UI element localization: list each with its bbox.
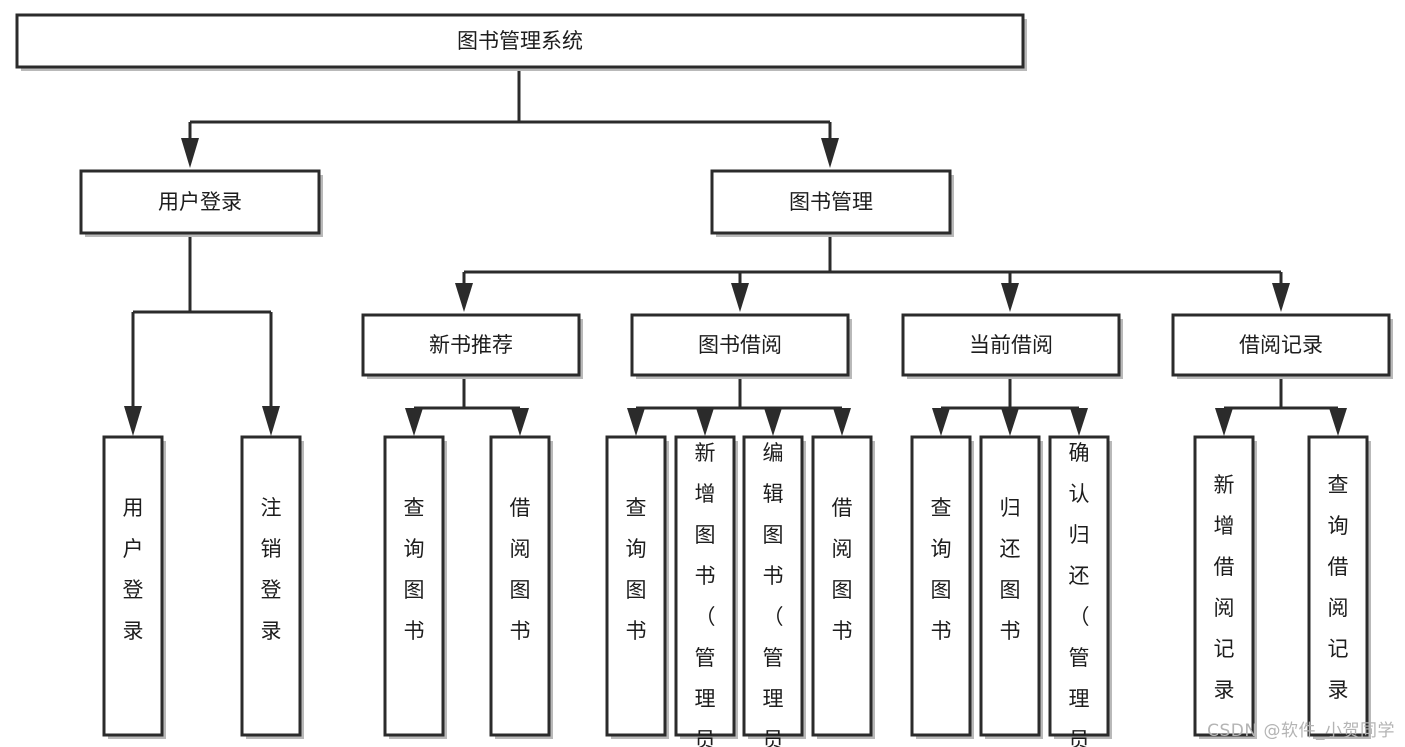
node-root[interactable]: 图书管理系统 [15, 13, 1027, 71]
arrow-head-leaf-edit-book [764, 408, 782, 436]
node-leaf-borrow-book-2[interactable]: 借阅图书 [811, 435, 875, 739]
node-book-management[interactable]: 图书管理 [710, 169, 954, 237]
node-user-login[interactable]: 用户登录 [79, 169, 323, 237]
arrow-head-leaf-logout-login [262, 406, 280, 436]
node-current-borrow[interactable]: 当前借阅 [901, 313, 1123, 379]
arrow-head-borrow-record [1272, 283, 1290, 312]
arrow-head-new-book-recommend [455, 283, 473, 312]
node-borrow-record-label: 借阅记录 [1239, 333, 1323, 357]
node-book-management-label: 图书管理 [789, 190, 873, 214]
arrow-head-current-borrow [1001, 283, 1019, 312]
arrow-head-leaf-add-record [1215, 408, 1233, 436]
node-leaf-borrow-book-1-label: 借阅图书 [510, 496, 531, 643]
node-leaf-edit-book-box[interactable] [742, 435, 804, 737]
arrow-head-book-management [821, 138, 839, 168]
node-book-borrow-box[interactable] [630, 313, 850, 377]
connector-group-new-book-recommend [405, 375, 529, 436]
node-leaf-return-book[interactable]: 归还图书 [979, 435, 1043, 739]
node-leaf-logout-login[interactable]: 注销登录 [240, 435, 304, 739]
node-leaf-add-record[interactable]: 新增借阅记录 [1193, 435, 1257, 739]
node-root-box[interactable] [15, 13, 1025, 69]
node-current-borrow-box[interactable] [901, 313, 1121, 377]
node-leaf-return-book-label: 归还图书 [1000, 496, 1021, 643]
node-leaf-confirm-return-label: 确认归还（管理员） [1069, 441, 1090, 747]
node-leaf-add-book-box[interactable] [674, 435, 736, 737]
node-leaf-query-book-2[interactable]: 查询图书 [605, 435, 669, 739]
arrow-head-leaf-query-book-1 [405, 408, 423, 436]
node-leaf-logout-login-box[interactable] [240, 435, 302, 737]
node-leaf-query-record[interactable]: 查询借阅记录 [1307, 435, 1371, 739]
arrow-head-leaf-confirm-return [1070, 408, 1088, 436]
arrow-head-leaf-query-book-2 [627, 408, 645, 436]
node-leaf-edit-book-label: 编辑图书（管理员） [763, 441, 784, 747]
node-leaf-user-login-label: 用户登录 [123, 496, 144, 643]
node-leaf-query-book-3-box[interactable] [910, 435, 972, 737]
connector-group-current-borrow [932, 375, 1088, 436]
node-leaf-borrow-book-2-label: 借阅图书 [832, 496, 853, 643]
connector-group-root [181, 66, 839, 168]
node-book-borrow[interactable]: 图书借阅 [630, 313, 852, 379]
node-leaf-borrow-book-2-box[interactable] [811, 435, 873, 737]
node-leaf-query-record-label: 查询借阅记录 [1328, 473, 1349, 702]
arrow-head-leaf-borrow-book-1 [511, 408, 529, 436]
node-borrow-record[interactable]: 借阅记录 [1171, 313, 1393, 379]
node-leaf-add-record-label: 新增借阅记录 [1214, 473, 1235, 702]
node-leaf-borrow-book-1[interactable]: 借阅图书 [489, 435, 553, 739]
node-leaf-query-book-3[interactable]: 查询图书 [910, 435, 974, 739]
node-leaf-logout-login-label: 注销登录 [261, 496, 282, 643]
node-current-borrow-label: 当前借阅 [969, 333, 1053, 357]
node-leaf-add-book[interactable]: 新增图书（管理员） [674, 435, 738, 747]
node-new-book-recommend[interactable]: 新书推荐 [361, 313, 583, 379]
node-leaf-confirm-return[interactable]: 确认归还（管理员） [1048, 435, 1112, 747]
node-leaf-query-record-box[interactable] [1307, 435, 1369, 737]
node-leaf-query-book-1[interactable]: 查询图书 [383, 435, 447, 739]
node-leaf-query-book-2-label: 查询图书 [626, 496, 647, 643]
node-borrow-record-box[interactable] [1171, 313, 1391, 377]
node-leaf-user-login[interactable]: 用户登录 [102, 435, 166, 739]
node-leaf-user-login-box[interactable] [102, 435, 164, 737]
node-user-login-label: 用户登录 [158, 190, 242, 214]
arrow-head-leaf-return-book [1001, 408, 1019, 436]
node-new-book-recommend-label: 新书推荐 [429, 333, 513, 357]
node-leaf-edit-book[interactable]: 编辑图书（管理员） [742, 435, 806, 747]
node-book-borrow-label: 图书借阅 [698, 333, 782, 357]
node-root-label: 图书管理系统 [457, 29, 583, 53]
connector-group-user-login [124, 232, 280, 436]
node-leaf-query-book-2-box[interactable] [605, 435, 667, 737]
node-leaf-confirm-return-box[interactable] [1048, 435, 1110, 737]
node-user-login-box[interactable] [79, 169, 321, 235]
node-leaf-query-book-3-label: 查询图书 [931, 496, 952, 643]
arrow-head-leaf-add-book [696, 408, 714, 436]
node-leaf-add-record-box[interactable] [1193, 435, 1255, 737]
arrow-head-user-login [181, 138, 199, 168]
connector-group-borrow-record [1215, 375, 1347, 436]
node-leaf-return-book-box[interactable] [979, 435, 1041, 737]
arrow-head-leaf-query-record [1329, 408, 1347, 436]
node-leaf-query-book-1-box[interactable] [383, 435, 445, 737]
arrow-head-book-borrow [731, 283, 749, 312]
node-new-book-recommend-box[interactable] [361, 313, 581, 377]
arrow-head-leaf-borrow-book-2 [833, 408, 851, 436]
node-leaf-add-book-label: 新增图书（管理员） [695, 441, 716, 747]
node-leaf-borrow-book-1-box[interactable] [489, 435, 551, 737]
connector-group-book-borrow [627, 375, 851, 436]
arrow-head-leaf-query-book-3 [932, 408, 950, 436]
node-leaf-query-book-1-label: 查询图书 [404, 496, 425, 643]
connector-group-book-management [455, 232, 1290, 312]
arrow-head-leaf-user-login [124, 406, 142, 436]
node-book-management-box[interactable] [710, 169, 952, 235]
